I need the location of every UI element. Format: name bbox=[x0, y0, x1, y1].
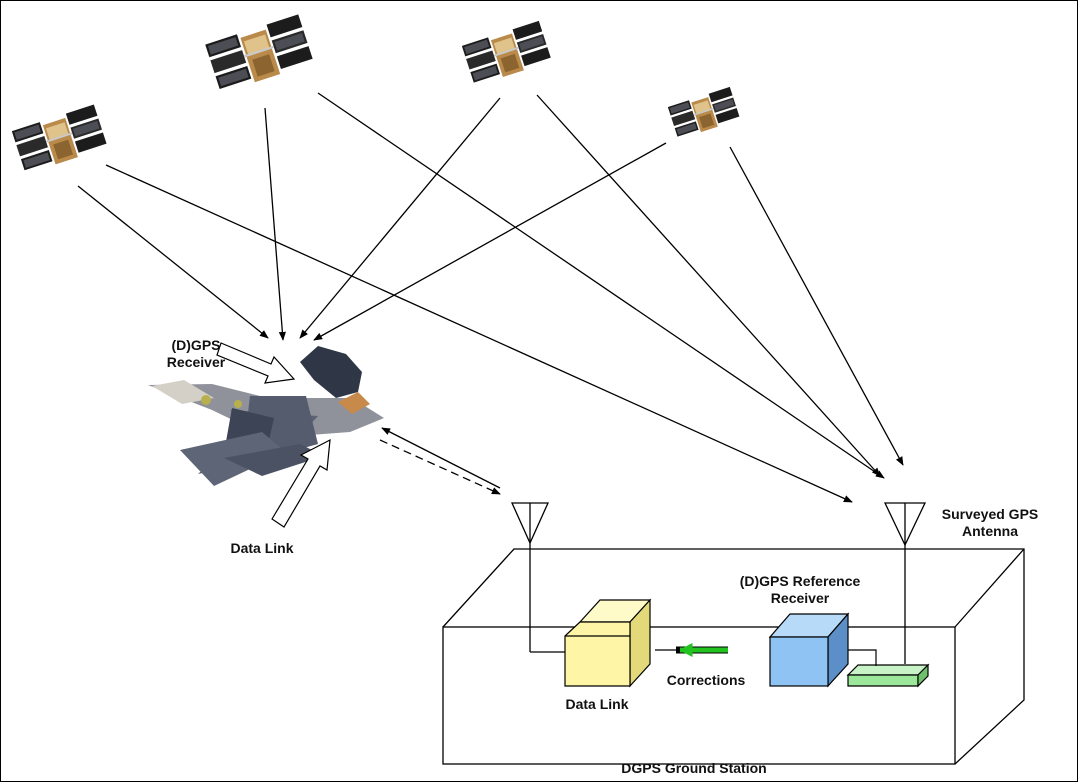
data-link-ground-label: Data Link bbox=[565, 696, 628, 712]
downlink-dashed-arrow bbox=[379, 439, 501, 495]
ground-signal-lines bbox=[105, 92, 904, 503]
reference-receiver-label: Receiver bbox=[771, 590, 830, 606]
antenna-icon bbox=[510, 502, 570, 653]
uplink-arrow bbox=[381, 427, 501, 489]
dgps-receiver-label: Receiver bbox=[167, 354, 226, 370]
surveyed-antenna-label: Surveyed GPS bbox=[942, 506, 1039, 522]
satellite-icon bbox=[462, 19, 553, 88]
reference-receiver-box bbox=[768, 612, 850, 688]
signal-line bbox=[729, 146, 904, 466]
dgps-receiver-label: (D)GPS bbox=[172, 337, 221, 353]
satellite-icon bbox=[205, 13, 316, 95]
data-link-box bbox=[564, 598, 652, 688]
receiver-pointer-arrow bbox=[216, 342, 296, 384]
receiver-wire bbox=[848, 649, 877, 666]
satellite-icon bbox=[668, 86, 742, 141]
fighter-jet-icon bbox=[148, 346, 384, 486]
ground-station-label: DGPS Ground Station bbox=[621, 760, 766, 776]
reference-receiver-label: (D)GPS Reference bbox=[740, 573, 861, 589]
data-link-aircraft-label: Data Link bbox=[230, 540, 293, 556]
surveyed-antenna-label: Antenna bbox=[962, 523, 1018, 539]
signal-line bbox=[105, 164, 853, 503]
aircraft-signal-lines bbox=[77, 97, 667, 341]
signal-line bbox=[77, 185, 269, 339]
satellite-icon bbox=[12, 103, 109, 176]
antenna-icon bbox=[883, 502, 927, 664]
signal-line bbox=[536, 94, 881, 477]
signal-line bbox=[313, 142, 667, 341]
signal-line bbox=[299, 97, 501, 339]
data-link-pointer-arrow bbox=[271, 438, 331, 528]
antenna-plate bbox=[846, 663, 930, 688]
corrections-label: Corrections bbox=[667, 672, 746, 688]
signal-line bbox=[264, 107, 286, 341]
signal-line bbox=[317, 92, 885, 479]
